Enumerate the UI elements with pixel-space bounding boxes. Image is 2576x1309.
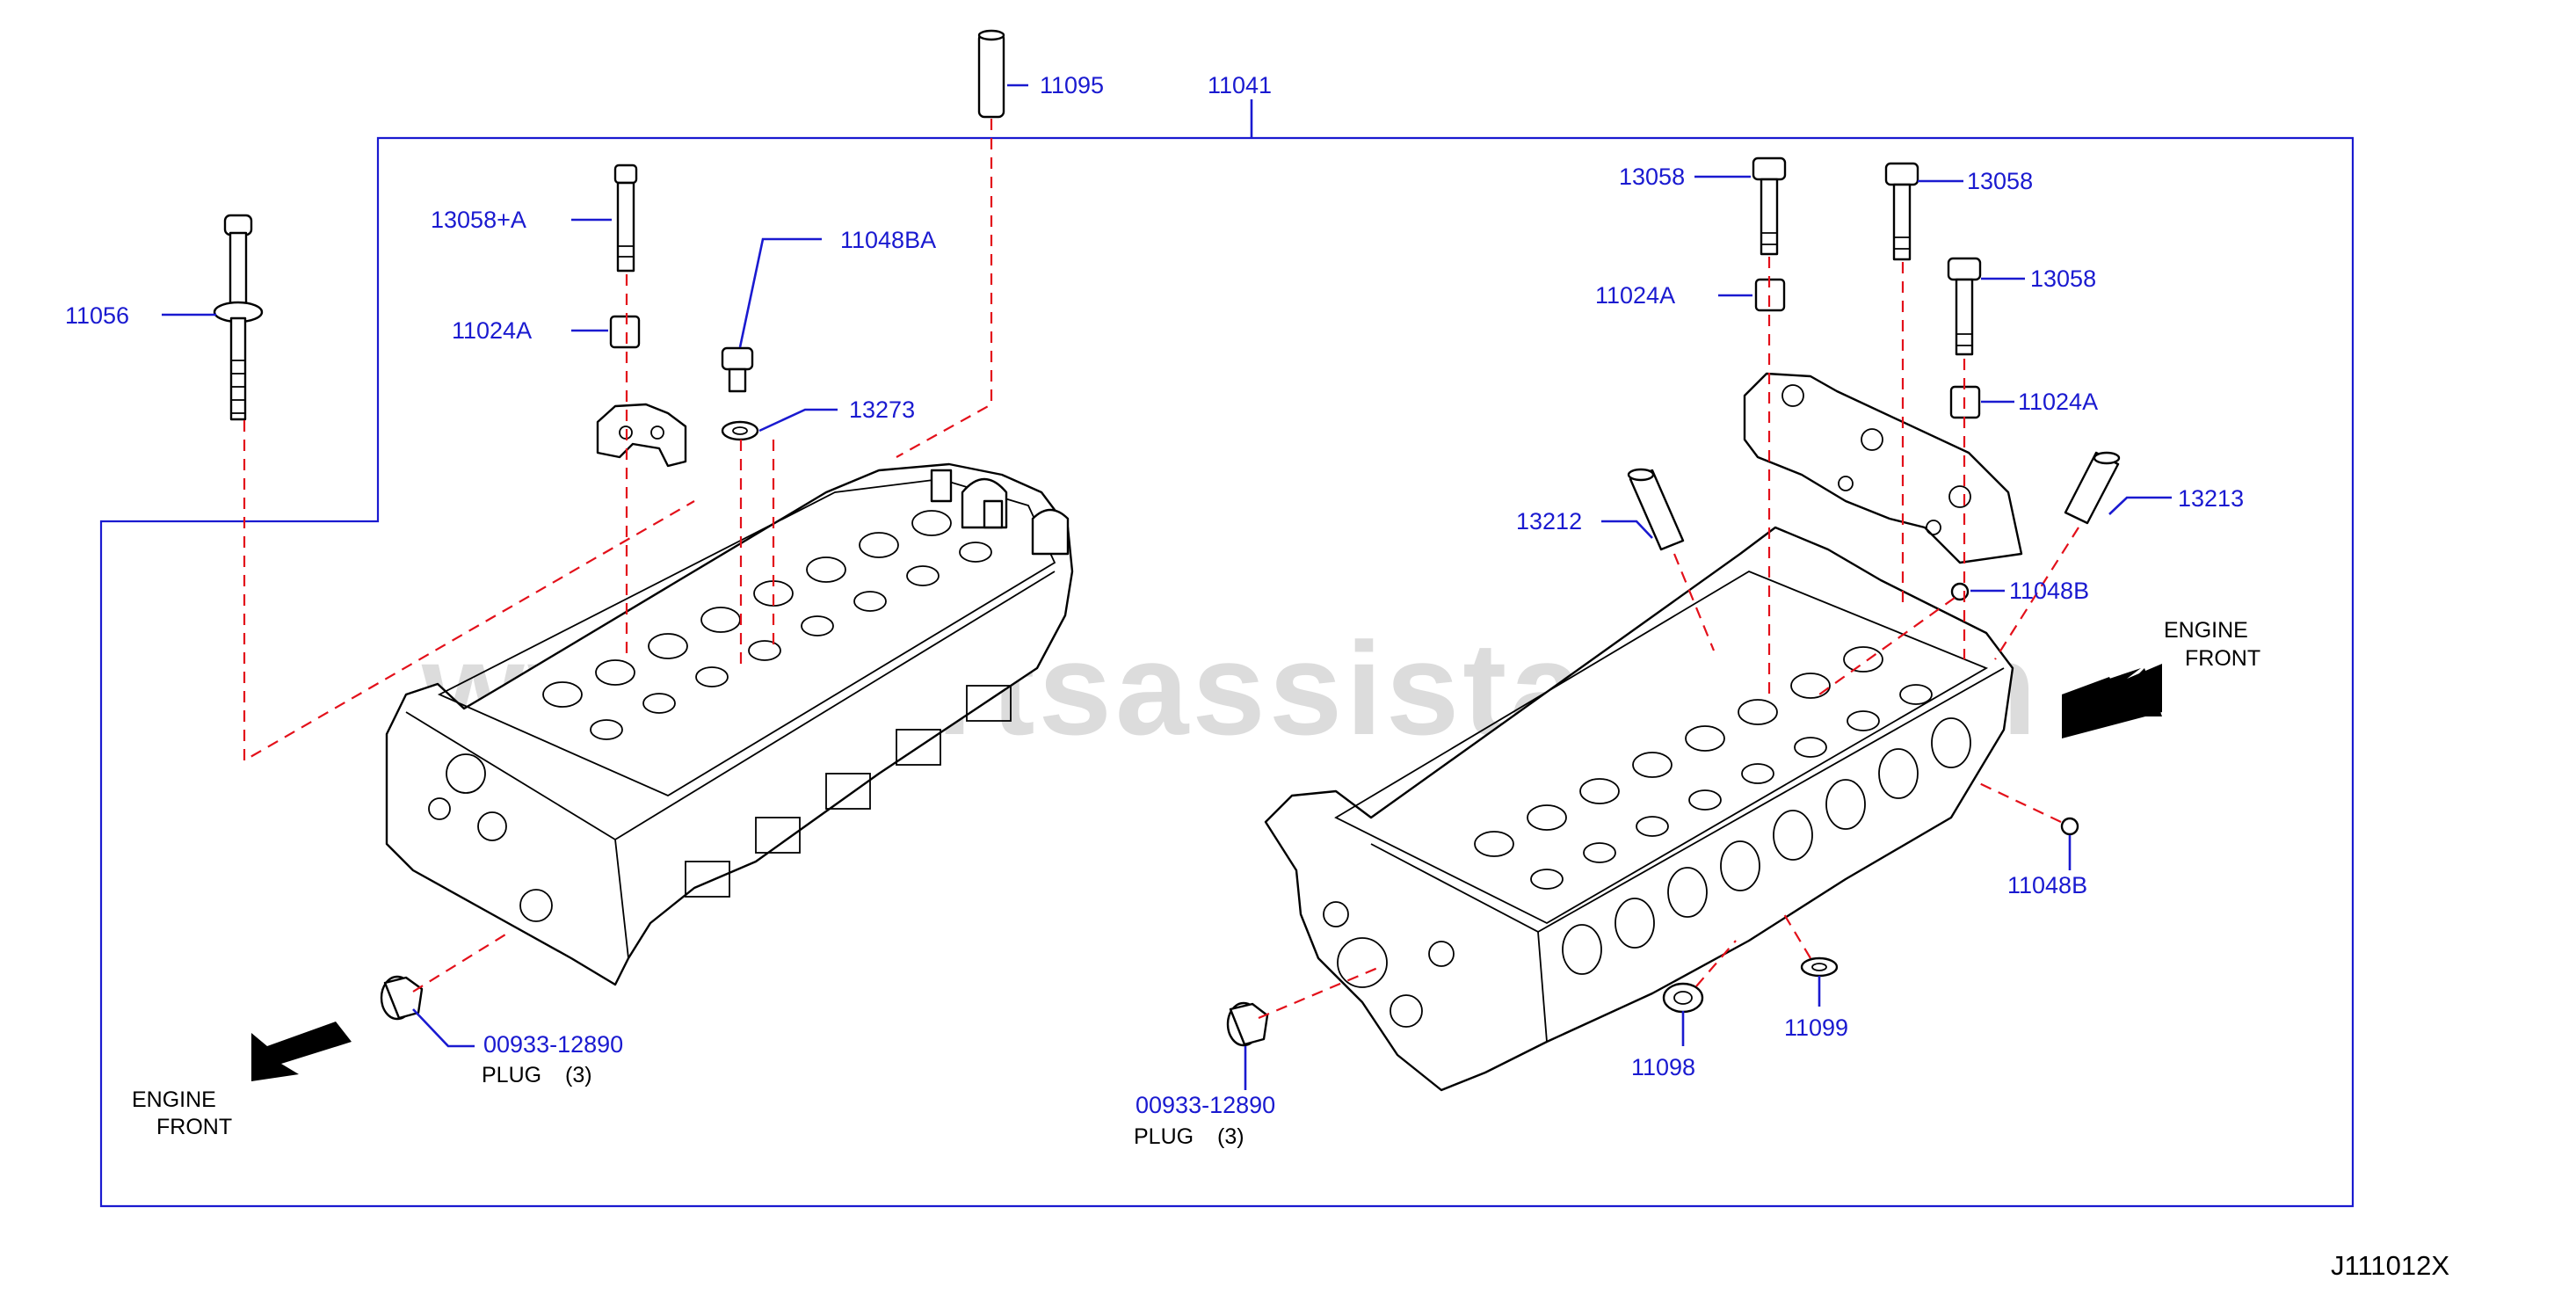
bolt-13058-3[interactable]: [1947, 257, 1982, 356]
plug-right-text: PLUG: [1134, 1124, 1194, 1149]
label-11048B-lower[interactable]: 11048B: [2007, 872, 2087, 898]
ball-11048B-upper[interactable]: [1950, 582, 1970, 601]
plug-left-text: PLUG: [482, 1063, 541, 1087]
ball-11048B-lower[interactable]: [2060, 817, 2079, 836]
seal-11098[interactable]: [1662, 982, 1704, 1014]
bolt-13058-2[interactable]: [1884, 162, 1919, 261]
sleeve-13212[interactable]: [1627, 468, 1685, 551]
plug-left-qty: (3): [565, 1063, 592, 1087]
engine-front-arrow-right-icon: [2062, 664, 2162, 738]
plug-11048BA[interactable]: [721, 346, 754, 393]
leader-lines: [162, 84, 2172, 1090]
label-13058A[interactable]: 13058+A: [431, 207, 526, 233]
plug-right-qty: (3): [1217, 1124, 1244, 1149]
engine-front-arrow-left-icon: [251, 1022, 352, 1081]
bolt-13058-1[interactable]: [1752, 156, 1787, 256]
washer-13273[interactable]: [721, 420, 759, 441]
label-11056[interactable]: 11056: [65, 302, 129, 329]
sleeve-13213[interactable]: [2064, 451, 2121, 525]
label-11024A-right-2[interactable]: 11024A: [2018, 389, 2098, 415]
label-11099[interactable]: 11099: [1784, 1014, 1848, 1041]
label-13058-3[interactable]: 13058: [2030, 265, 2096, 292]
bolt-13058A[interactable]: [613, 164, 638, 273]
label-11048B-upper[interactable]: 11048B: [2009, 578, 2089, 604]
left-assembly-paths: [243, 119, 993, 993]
bolt-11056[interactable]: [213, 214, 264, 421]
label-11024A-left[interactable]: 11024A: [452, 317, 532, 344]
label-11095[interactable]: 11095: [1040, 72, 1104, 98]
diagram-code: J111012X: [2331, 1250, 2449, 1281]
engine-front-right-line1: ENGINE: [2164, 618, 2248, 643]
engine-front-left-line1: ENGINE: [132, 1087, 216, 1112]
label-plug-right[interactable]: 00933-12890: [1136, 1092, 1275, 1118]
engine-front-left-line2: FRONT: [156, 1115, 232, 1139]
pin-11095[interactable]: [977, 29, 1005, 119]
label-plug-left[interactable]: 00933-12890: [483, 1031, 623, 1058]
label-13273[interactable]: 13273: [849, 396, 915, 423]
label-11041[interactable]: 11041: [1208, 72, 1272, 98]
washer-11099[interactable]: [1800, 956, 1839, 978]
label-13058-2[interactable]: 13058: [1967, 168, 2033, 194]
label-13213[interactable]: 13213: [2178, 485, 2244, 512]
cylinder-head-left[interactable]: [385, 462, 1074, 986]
bracket-left[interactable]: [596, 403, 687, 468]
label-11048BA[interactable]: 11048BA: [840, 227, 936, 253]
label-13212[interactable]: 13212: [1516, 508, 1582, 535]
plug-00933-right[interactable]: [1226, 1001, 1269, 1047]
cylinder-head-right[interactable]: [1264, 526, 2014, 1092]
dowel-11024A-left[interactable]: [609, 315, 641, 349]
engine-front-right-line2: FRONT: [2185, 646, 2260, 671]
assembly-frame-11041: [99, 136, 2355, 1208]
label-11098[interactable]: 11098: [1631, 1054, 1695, 1080]
plug-00933-left[interactable]: [380, 975, 424, 1021]
right-assembly-paths: [1258, 257, 2079, 1020]
label-13058-1[interactable]: 13058: [1619, 164, 1685, 190]
camshaft-bracket-right[interactable]: [1743, 372, 2023, 564]
label-11024A-right-1[interactable]: 11024A: [1595, 282, 1675, 309]
